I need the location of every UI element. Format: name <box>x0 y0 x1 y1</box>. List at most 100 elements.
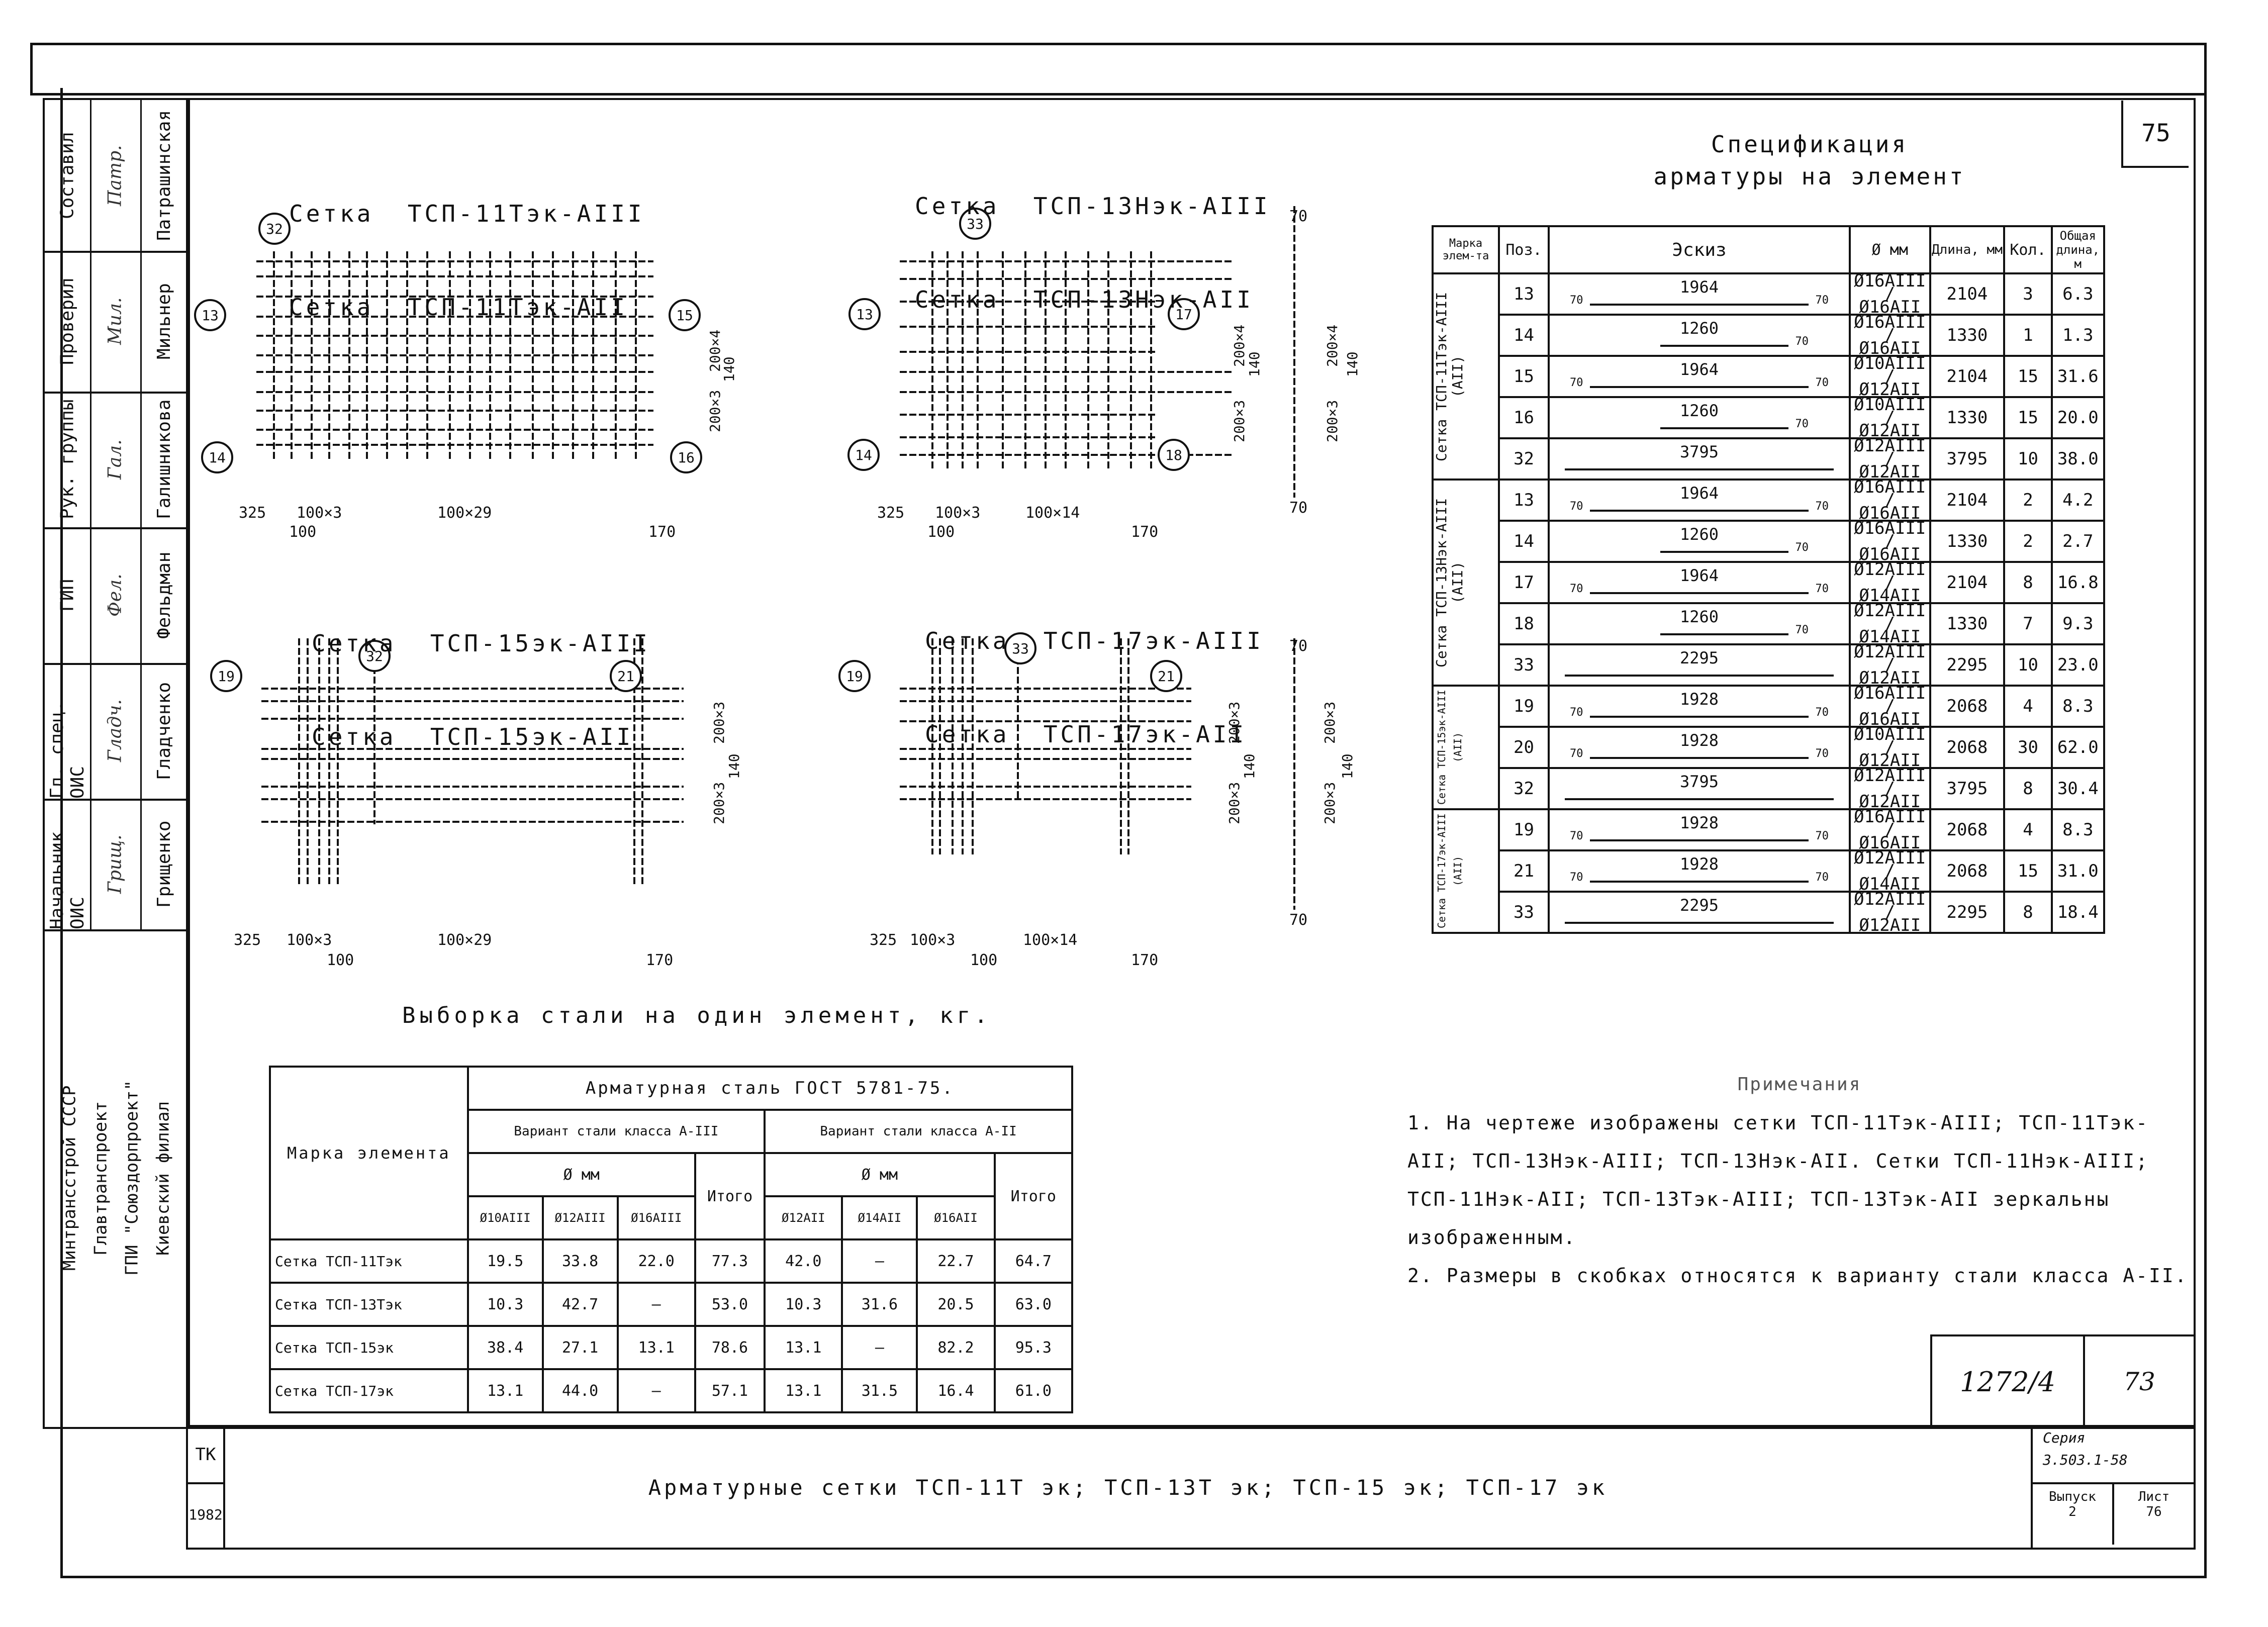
total: 61.0 <box>993 1368 1074 1413</box>
svg-text:16: 16 <box>678 449 695 466</box>
value: — <box>616 1368 696 1413</box>
svg-text:200×3: 200×3 <box>1226 782 1243 824</box>
qty: 1 <box>2003 314 2053 357</box>
spec-title: Спецификация арматуры на элемент <box>1583 128 2036 193</box>
pos: 17 <box>1497 561 1550 604</box>
qty: 4 <box>2003 685 2053 728</box>
diameter: Ø16АIII / Ø16АII <box>1849 314 1931 357</box>
svg-text:13: 13 <box>856 306 873 323</box>
spec-row: 33 2295 Ø12АIII / Ø12АII 2295 10 23.0 <box>1433 643 2106 687</box>
value: 31.5 <box>841 1368 918 1413</box>
length: 2068 <box>1929 849 2006 893</box>
value: 10.3 <box>764 1282 843 1327</box>
diameter: Ø16АIII / Ø16АII <box>1849 272 1931 316</box>
main-title: Арматурные сетки ТСП-11Т эк; ТСП-13Т эк;… <box>648 1475 1608 1500</box>
length: 2295 <box>1929 891 2006 934</box>
pos: 19 <box>1497 808 1550 851</box>
pos: 32 <box>1497 437 1550 481</box>
value: 27.1 <box>541 1325 619 1370</box>
col-length: Длина, мм <box>1929 225 2006 274</box>
svg-text:100×29: 100×29 <box>437 931 492 949</box>
svg-text:100: 100 <box>289 523 316 541</box>
element-name: Сетка ТСП-15эк <box>269 1325 469 1370</box>
value: 10.3 <box>466 1282 544 1327</box>
length: 1330 <box>1929 314 2006 357</box>
list-label: Лист <box>2138 1489 2170 1504</box>
svg-text:100: 100 <box>327 951 354 969</box>
svg-text:200×3: 200×3 <box>711 782 727 824</box>
diameter: Ø12АIII / Ø12АII <box>1849 767 1931 810</box>
svg-text:19: 19 <box>846 668 863 685</box>
doc-code: 1272/4 <box>1932 1336 2085 1427</box>
group-label: Сетка ТСП-17эк-АIII (АII) <box>1436 813 1464 929</box>
spec-row: 33 2295 Ø12АIII / Ø12АII 2295 8 18.4 <box>1433 891 2106 934</box>
drawing-title-2: Сетка ТСП-13Нэк-АIII Сетка ТСП-13Нэк-АII <box>915 128 1271 346</box>
spec-title-line: арматуры на элемент <box>1653 163 1966 190</box>
length: 2068 <box>1929 685 2006 728</box>
pos: 15 <box>1497 355 1550 398</box>
drawing-field <box>186 98 2196 1429</box>
svg-text:140: 140 <box>721 356 737 382</box>
dia-col: Ø10АIII <box>466 1195 544 1240</box>
length: 2068 <box>1929 808 2006 851</box>
svg-text:325: 325 <box>877 504 904 522</box>
svg-text:70: 70 <box>1289 637 1307 655</box>
value: 38.4 <box>466 1325 544 1370</box>
qty: 8 <box>2003 561 2053 604</box>
svg-text:70: 70 <box>1289 208 1307 225</box>
value: 42.0 <box>764 1238 843 1284</box>
element-name: Сетка ТСП-13Тэк <box>269 1282 469 1327</box>
group-label: Сетка ТСП-13Нэк-АIII (АII) <box>1433 498 1466 667</box>
top-sheet-number: 75 <box>2121 101 2189 168</box>
mesh-tsp-11 <box>256 251 653 460</box>
diameter: Ø10АIII / Ø12АII <box>1849 355 1931 398</box>
svg-text:33: 33 <box>967 216 984 232</box>
diameter: Ø12АIII / Ø14АII <box>1849 561 1931 604</box>
qty: 3 <box>2003 272 2053 316</box>
col-sketch: Эскиз <box>1548 225 1851 274</box>
total-length: 8.3 <box>2050 808 2106 851</box>
svg-text:200×4: 200×4 <box>707 330 723 372</box>
bar-sketch: 2295 <box>1550 645 1849 685</box>
specification-table: Марка элем-та Поз. Эскиз Ø мм Длина, мм … <box>1432 225 2106 934</box>
qty: 8 <box>2003 891 2053 934</box>
svg-text:170: 170 <box>646 951 673 969</box>
diameter: Ø12АIII / Ø12АII <box>1849 643 1931 687</box>
qty: 10 <box>2003 437 2053 481</box>
svg-text:14: 14 <box>855 447 872 463</box>
pos: 13 <box>1497 272 1550 316</box>
total-length: 2.7 <box>2050 520 2106 563</box>
qty: 2 <box>2003 520 2053 563</box>
svg-text:70: 70 <box>1289 911 1307 929</box>
svg-text:100×14: 100×14 <box>1023 931 1077 949</box>
svg-text:325: 325 <box>870 931 897 949</box>
col-dia: Ø мм <box>1849 225 1931 274</box>
drawing-title-3: Сетка ТСП-15эк-АIII Сетка ТСП-15эк-АII <box>312 565 650 784</box>
svg-text:140: 140 <box>1246 351 1263 377</box>
spec-row: 32 3795 Ø12АIII / Ø12АII 3795 10 38.0 <box>1433 437 2106 481</box>
length: 2104 <box>1929 272 2006 316</box>
pos: 13 <box>1497 478 1550 522</box>
value: 22.0 <box>616 1238 696 1284</box>
value: 22.7 <box>916 1238 996 1284</box>
title-line: Сетка ТСП-17эк-АIII <box>925 627 1264 654</box>
variant-a2-header: Вариант стали класса А-II <box>764 1109 1073 1154</box>
svg-text:170: 170 <box>1131 951 1158 969</box>
total-length: 31.6 <box>2050 355 2106 398</box>
svg-text:200×3: 200×3 <box>707 390 723 432</box>
value: 13.1 <box>616 1325 696 1370</box>
diameter: Ø16АIII / Ø16АII <box>1849 685 1931 728</box>
sheet-frame <box>60 88 2207 1578</box>
total-length: 1.3 <box>2050 314 2106 357</box>
svg-text:325: 325 <box>234 931 261 949</box>
dia-header-a3: Ø мм <box>466 1152 696 1197</box>
